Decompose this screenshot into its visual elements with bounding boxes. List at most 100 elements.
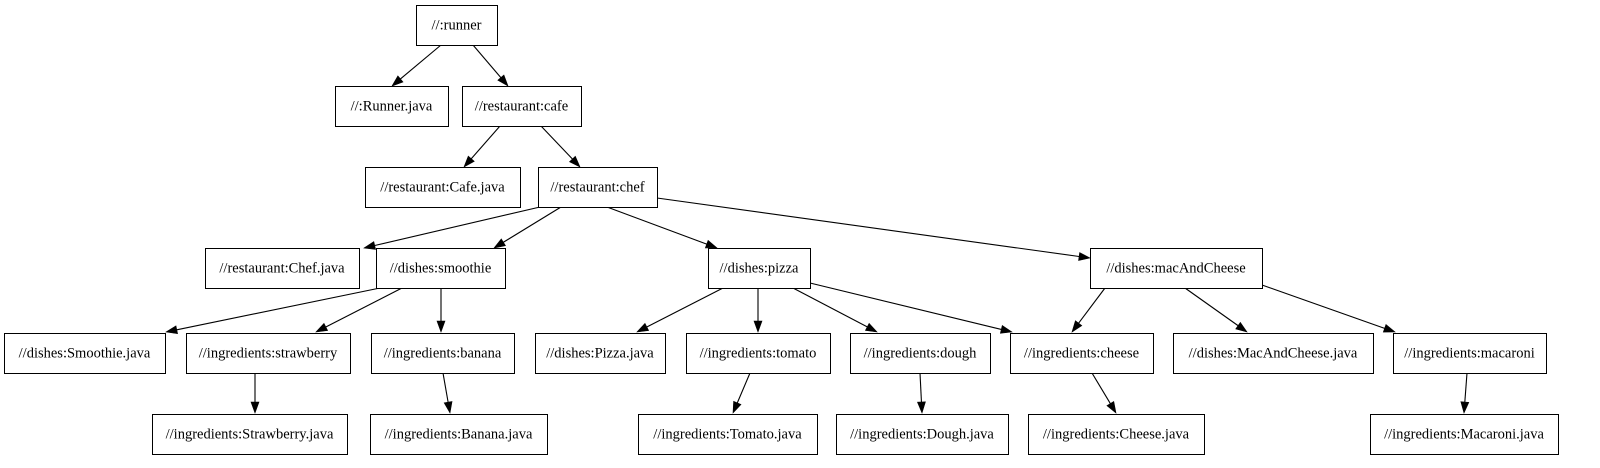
- node-box[interactable]: [370, 414, 548, 455]
- edge-arrowhead-icon: [732, 400, 742, 414]
- graph-node-ing_strawberry[interactable]: //ingredients:strawberry: [186, 333, 351, 374]
- graph-node-ing_cheese[interactable]: //ingredients:cheese: [1010, 333, 1154, 374]
- graph-edge: [1091, 372, 1117, 414]
- graph-edge: [442, 372, 453, 414]
- edge-arrowhead-icon: [636, 322, 650, 333]
- graph-edge: [656, 197, 1091, 261]
- node-box[interactable]: [686, 333, 831, 374]
- node-box[interactable]: [376, 248, 506, 289]
- graph-node-dishes_pizza_java[interactable]: //dishes:Pizza.java: [535, 333, 666, 374]
- node-box[interactable]: [205, 248, 360, 289]
- graph-node-ing_dough_java[interactable]: //ingredients:Dough.java: [836, 414, 1009, 455]
- graph-edge: [1071, 287, 1106, 333]
- node-layer: //:runner //:Runner.java //restaurant:cafe…: [4, 5, 1559, 455]
- graph-node-ing_macaroni_java[interactable]: //ingredients:Macaroni.java: [1370, 414, 1559, 455]
- node-label: //:Runner.java: [351, 98, 433, 114]
- graph-node-dishes_macandcheese[interactable]: //dishes:macAndCheese: [1090, 248, 1263, 289]
- graph-edge: [636, 287, 724, 333]
- node-box[interactable]: [535, 333, 666, 374]
- node-box[interactable]: [365, 167, 521, 208]
- graph-edge: [436, 288, 446, 333]
- node-box[interactable]: [708, 248, 811, 289]
- graph-edge: [1460, 372, 1470, 414]
- node-label: //ingredients:Tomato.java: [653, 426, 802, 442]
- node-label: //ingredients:dough: [864, 345, 978, 361]
- graph-node-ing_strawberry_java[interactable]: //ingredients:Strawberry.java: [152, 414, 348, 455]
- node-box[interactable]: [538, 167, 658, 208]
- graph-node-ing_tomato_java[interactable]: //ingredients:Tomato.java: [638, 414, 818, 455]
- edge-arrowhead-icon: [1106, 401, 1117, 414]
- graph-edge: [363, 206, 541, 250]
- node-label: //ingredients:Macaroni.java: [1384, 426, 1544, 442]
- edge-line: [1091, 372, 1111, 404]
- graph-node-runner_java[interactable]: //:Runner.java: [335, 86, 449, 127]
- edge-line: [1464, 372, 1468, 403]
- graph-node-restaurant_chef_java[interactable]: //restaurant:Chef.java: [205, 248, 360, 289]
- edge-line: [400, 44, 442, 80]
- edge-arrowhead-icon: [864, 322, 878, 333]
- node-box[interactable]: [1028, 414, 1205, 455]
- graph-edge: [753, 288, 763, 333]
- node-box[interactable]: [4, 333, 166, 374]
- edge-line: [374, 206, 541, 247]
- node-box[interactable]: [152, 414, 348, 455]
- node-box[interactable]: [638, 414, 818, 455]
- node-box[interactable]: [1090, 248, 1263, 289]
- node-label: //dishes:macAndCheese: [1106, 260, 1245, 276]
- node-box[interactable]: [1173, 333, 1374, 374]
- node-box[interactable]: [1010, 333, 1154, 374]
- graph-node-dishes_smoothie_java[interactable]: //dishes:Smoothie.java: [4, 333, 166, 374]
- graph-edge: [463, 125, 501, 168]
- graph-node-dishes_mac_java[interactable]: //dishes:MacAndCheese.java: [1173, 333, 1374, 374]
- edge-line: [176, 287, 381, 331]
- edge-line: [442, 372, 449, 403]
- node-label: //ingredients:macaroni: [1404, 345, 1534, 361]
- graph-node-restaurant_chef[interactable]: //restaurant:chef: [538, 167, 658, 208]
- graph-node-ing_cheese_java[interactable]: //ingredients:Cheese.java: [1028, 414, 1205, 455]
- edge-layer: [165, 44, 1470, 414]
- graph-edge: [165, 287, 381, 335]
- graph-node-restaurant_cafe[interactable]: //restaurant:cafe: [462, 86, 582, 127]
- edge-line: [646, 287, 724, 328]
- edge-arrowhead-icon: [704, 239, 718, 249]
- node-box[interactable]: [335, 86, 449, 127]
- graph-node-runner[interactable]: //:runner: [416, 5, 498, 46]
- graph-node-ing_tomato[interactable]: //ingredients:tomato: [686, 333, 831, 374]
- graph-node-ing_macaroni[interactable]: //ingredients:macaroni: [1393, 333, 1547, 374]
- graph-edge: [809, 282, 1013, 334]
- graph-node-restaurant_cafe_java[interactable]: //restaurant:Cafe.java: [365, 167, 521, 208]
- graph-edge: [493, 206, 562, 249]
- edge-arrowhead-icon: [1235, 321, 1248, 333]
- graph-node-dishes_smoothie[interactable]: //dishes:smoothie: [376, 248, 506, 289]
- node-label: //dishes:pizza: [720, 260, 799, 276]
- edge-arrowhead-icon: [315, 322, 329, 333]
- node-box[interactable]: [1370, 414, 1559, 455]
- graph-node-dishes_pizza[interactable]: //dishes:pizza: [708, 248, 811, 289]
- node-box[interactable]: [186, 333, 351, 374]
- node-label: //restaurant:Cafe.java: [380, 179, 505, 195]
- edge-line: [736, 372, 751, 404]
- edge-line: [1261, 284, 1385, 329]
- edge-arrowhead-icon: [1460, 401, 1470, 414]
- graph-edge: [250, 373, 260, 414]
- edge-arrowhead-icon: [1078, 252, 1091, 261]
- node-box[interactable]: [416, 5, 498, 46]
- graph-edge: [540, 125, 581, 168]
- graph-edge: [1261, 284, 1396, 333]
- graph-node-ing_banana_java[interactable]: //ingredients:Banana.java: [370, 414, 548, 455]
- edge-arrowhead-icon: [917, 401, 926, 414]
- edge-arrowhead-icon: [1382, 324, 1396, 333]
- edge-line: [503, 206, 562, 243]
- node-box[interactable]: [1393, 333, 1547, 374]
- edge-line: [470, 125, 501, 160]
- node-box[interactable]: [850, 333, 991, 374]
- edge-line: [1184, 287, 1239, 327]
- edge-arrowhead-icon: [391, 75, 404, 87]
- graph-node-ing_dough[interactable]: //ingredients:dough: [850, 333, 991, 374]
- graph-edge: [606, 206, 718, 249]
- graph-node-ing_banana[interactable]: //ingredients:banana: [371, 333, 515, 374]
- node-box[interactable]: [462, 86, 582, 127]
- node-box[interactable]: [836, 414, 1009, 455]
- node-label: //ingredients:Dough.java: [850, 426, 994, 442]
- node-box[interactable]: [371, 333, 515, 374]
